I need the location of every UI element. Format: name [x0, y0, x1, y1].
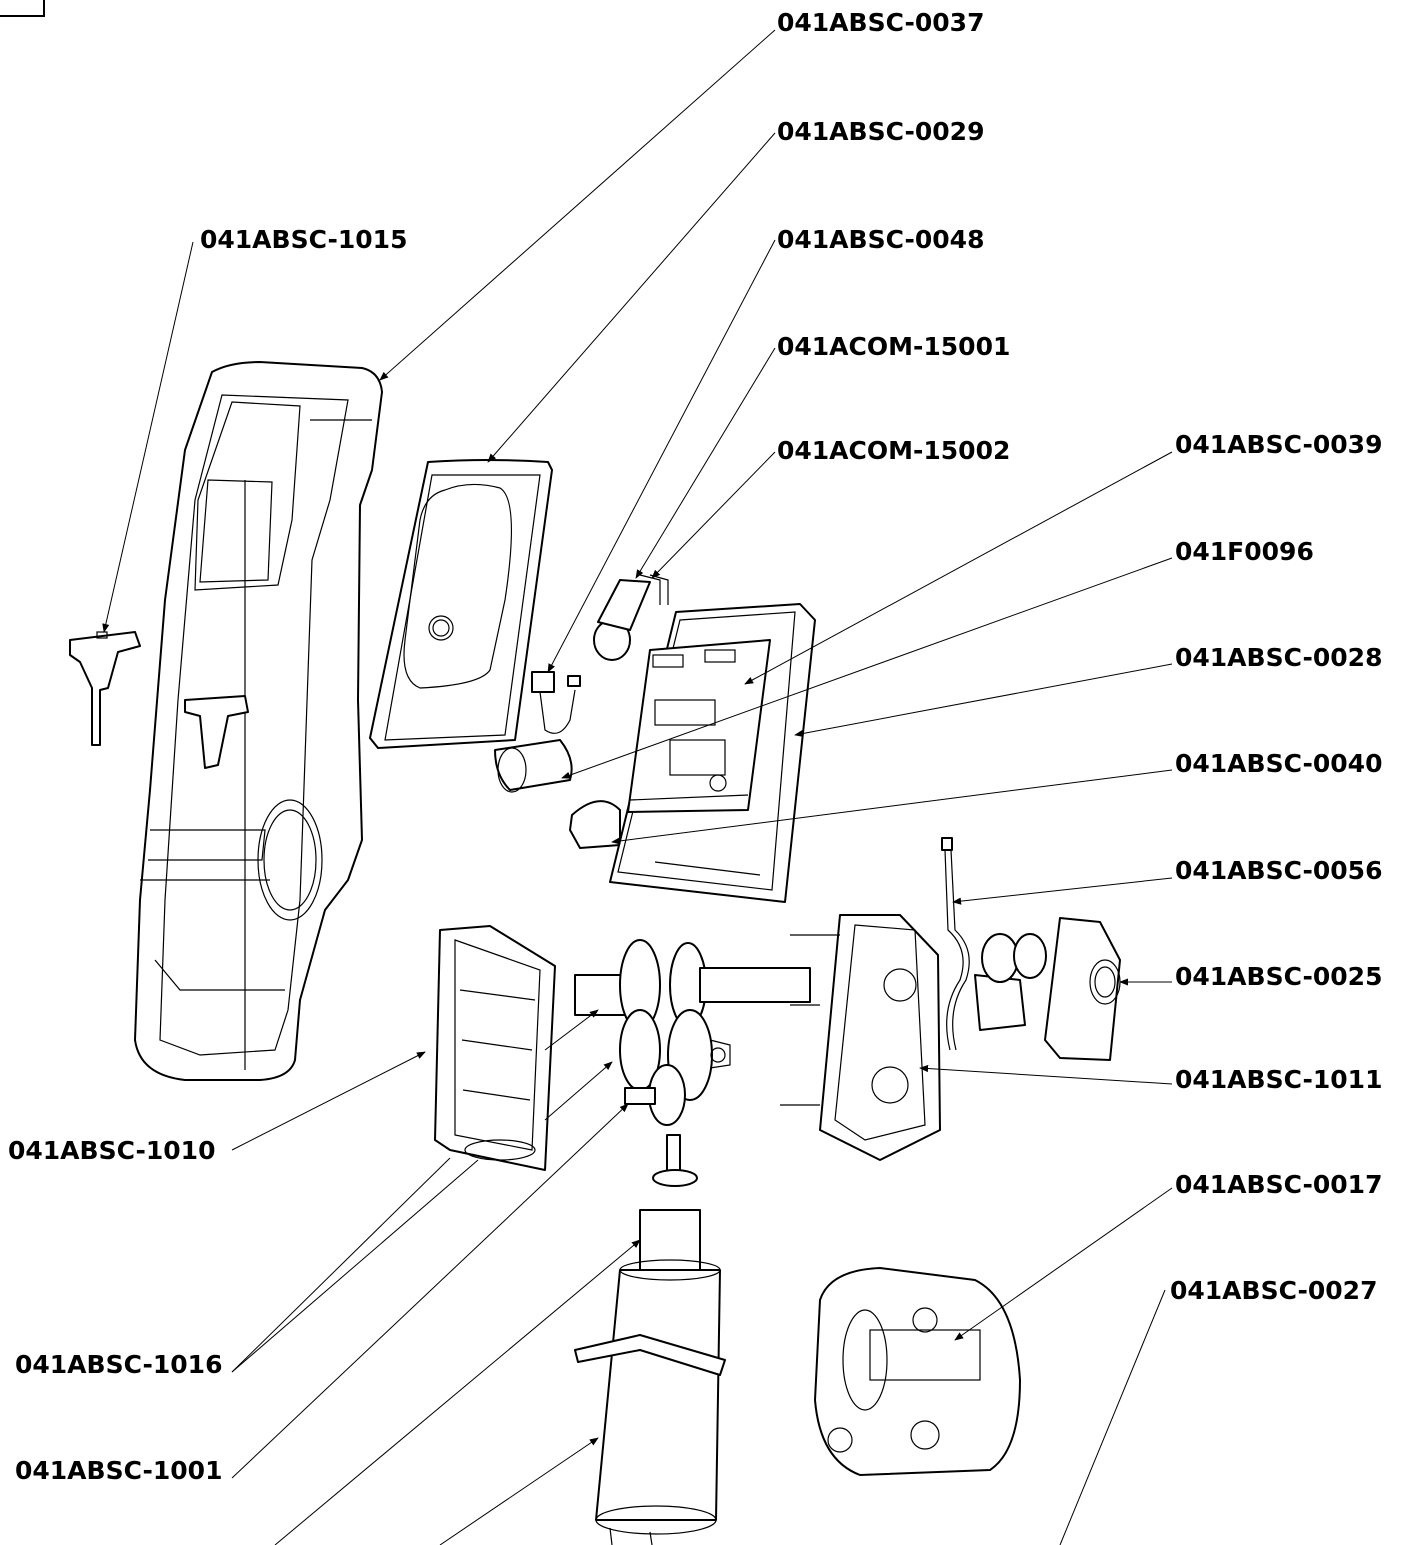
capacitor-clip [569, 800, 621, 849]
gear-cluster [574, 939, 811, 1126]
gearbox-housing-left [434, 925, 556, 1171]
front-lid [369, 459, 553, 749]
wire-harness [941, 837, 970, 1051]
label-041ABSC-0040: 041ABSC-0040 [1175, 749, 1383, 778]
label-041ACOM-15001: 041ACOM-15001 [777, 332, 1011, 361]
motor [574, 1134, 726, 1545]
label-041ABSC-0048: 041ABSC-0048 [777, 225, 985, 254]
label-041ABSC-0056: 041ABSC-0056 [1175, 856, 1383, 885]
end-cap [1044, 917, 1121, 1061]
label-041ABSC-0039: 041ABSC-0039 [1175, 430, 1383, 459]
t-key-loose [69, 631, 141, 746]
label-041ABSC-0017: 041ABSC-0017 [1175, 1170, 1383, 1199]
label-041ACOM-15002: 041ACOM-15002 [777, 436, 1011, 465]
sensor-board [531, 671, 581, 734]
main-cover-housing [134, 361, 383, 1081]
gearbox-housing-right [780, 914, 941, 1161]
label-041ABSC-1011: 041ABSC-1011 [1175, 1065, 1383, 1094]
label-041F0096: 041F0096 [1175, 537, 1314, 566]
detail-view-inset [814, 1267, 1021, 1476]
label-041ABSC-1016: 041ABSC-1016 [15, 1350, 223, 1379]
leader-lines [102, 29, 1173, 1545]
label-041ABSC-0029: 041ABSC-0029 [777, 117, 985, 146]
t-key-on-cover [184, 695, 249, 769]
label-041ABSC-1001: 041ABSC-1001 [15, 1456, 223, 1485]
capacitor [494, 739, 573, 793]
frame-corner [0, 0, 45, 17]
push-button-assembly [593, 574, 669, 661]
label-041ABSC-0037: 041ABSC-0037 [777, 8, 985, 37]
label-041ABSC-0025: 041ABSC-0025 [1175, 962, 1383, 991]
limit-switch [974, 933, 1047, 1031]
label-041ABSC-1010: 041ABSC-1010 [8, 1136, 216, 1165]
control-box [609, 603, 816, 903]
label-041ABSC-0027: 041ABSC-0027 [1170, 1276, 1378, 1305]
label-041ABSC-0028: 041ABSC-0028 [1175, 643, 1383, 672]
label-041ABSC-1015: 041ABSC-1015 [200, 225, 408, 254]
